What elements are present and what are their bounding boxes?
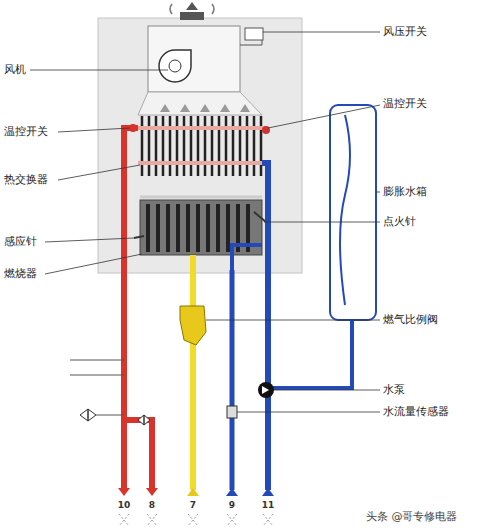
cold-pipe [230,270,235,490]
part-label: 膨胀水箱 [383,185,427,198]
callout-number: 11 [258,499,278,512]
pressure-tube [240,40,262,45]
expansion-tank [330,105,376,320]
smoke-hood [138,92,262,115]
part-label: 热交换器 [4,173,48,186]
valve-symbol [80,409,96,421]
branch-lines [70,360,124,375]
pump-mark [262,386,269,394]
part-label: 风压开关 [383,25,427,38]
flue-arrow [186,2,198,10]
gas-valve [180,306,206,345]
part-label: 温控开关 [4,125,48,138]
return-pipe [262,163,268,490]
leader-lines [30,32,380,412]
part-label: 燃烧器 [4,267,37,280]
cold-pipe-top [232,245,262,270]
air-arrows [170,4,214,14]
callout-number: 10 [114,499,134,512]
valve-link [96,415,124,416]
fan-wheel [169,60,181,72]
part-label: 温控开关 [383,97,427,110]
part-label: 燃气比例阀 [383,313,438,326]
pressure-switch [245,28,263,40]
hot-pipe-2 [124,420,152,490]
part-label: 水流量传感器 [383,405,449,418]
port-arrows [118,488,274,496]
gas-pipe [190,255,196,490]
callout-number: 8 [142,499,162,512]
sensing-needle [134,236,144,238]
exchanger-fins [142,116,261,176]
valve-symbol-2 [138,415,150,425]
part-label: 点火针 [383,215,416,228]
part-label: 水泵 [383,383,405,396]
exchanger-tubes [138,128,266,163]
port-valves [119,514,273,526]
callout-number: 7 [183,499,203,512]
ignition-needle [254,212,266,222]
part-label: 感应针 [4,235,37,248]
thermostat-right [262,126,270,134]
tank-membrane [340,115,350,305]
fan-scroll [159,50,191,82]
callout-number: 9 [222,499,242,512]
part-label: 风机 [4,63,26,76]
fan-housing [148,26,240,92]
pump [258,382,274,398]
flow-arrows [160,104,250,112]
watermark: 头条 @哥专修电器 [366,510,458,523]
hot-pipe [124,128,138,490]
flue [180,12,204,20]
casing [98,18,302,273]
burner-manifold [140,196,262,199]
flow-sensor [227,406,237,418]
tank-pipe [272,318,352,388]
